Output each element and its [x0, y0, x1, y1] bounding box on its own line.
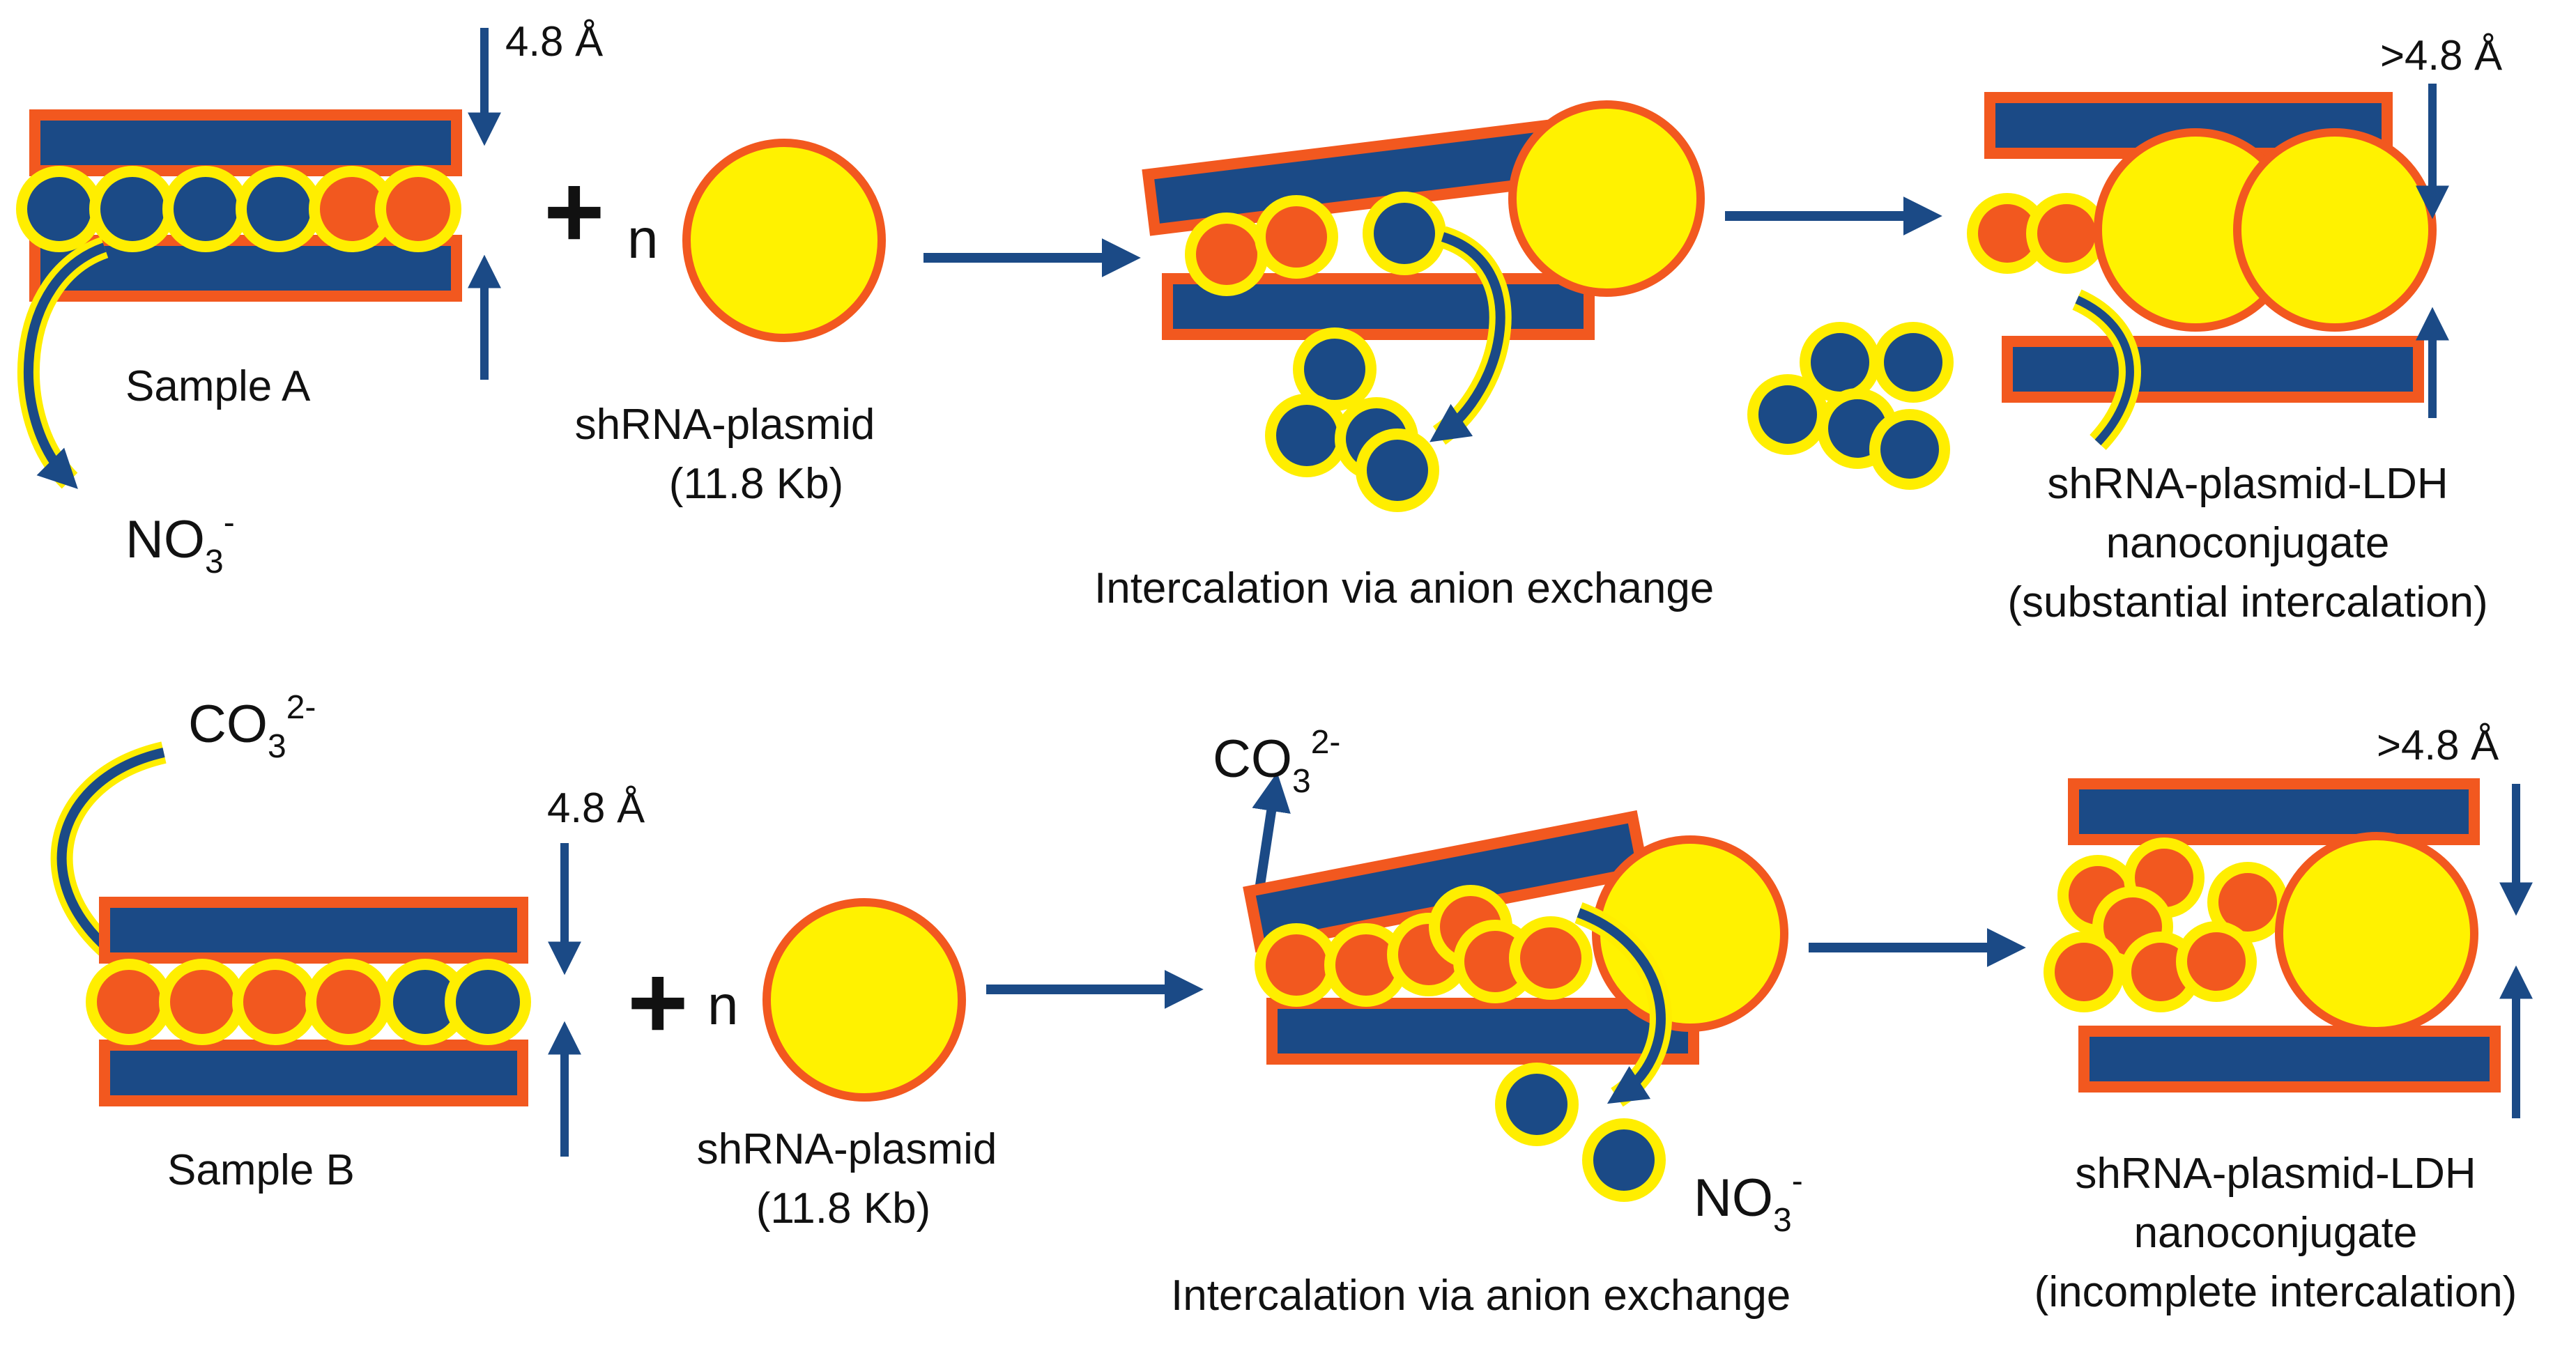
released-nitrate-cluster: [1747, 322, 1954, 490]
row-b: CO32- 4.8 Å Sample B + n shRNA-plasmid (…: [50, 689, 2533, 1320]
nitrate-ion: [445, 959, 531, 1045]
n-label: n: [707, 974, 739, 1036]
anion-superscript: -: [1792, 1163, 1803, 1200]
carbonate-ion: [232, 959, 319, 1045]
process-label: Intercalation via anion exchange: [1171, 1272, 1791, 1320]
carbonate-ion: [375, 166, 461, 252]
intermediate-a: [1142, 100, 1705, 512]
carbonate-ion: [86, 959, 172, 1045]
ldh-layer-bottom: [1266, 998, 1699, 1065]
incoming-anion-label: CO32-: [188, 689, 316, 765]
product-spacing-label: >4.8 Å: [2377, 722, 2499, 769]
product-label: (substantial intercalation): [2007, 578, 2487, 626]
anion-subscript: 3: [268, 728, 286, 765]
ldh-layer-top: [2068, 778, 2480, 845]
sample-a-ldh: [16, 109, 462, 302]
product-b: [2044, 778, 2501, 1093]
process-label: Intercalation via anion exchange: [1094, 564, 1714, 612]
product-label: nanoconjugate: [2106, 519, 2390, 567]
anion-subscript: 3: [1292, 763, 1311, 800]
intermediate-b: CO32-: [1213, 724, 1788, 1202]
carbonate-ion: [1255, 923, 1338, 1007]
nitrate-ion: [1265, 394, 1349, 477]
shrna-plasmid: [2233, 128, 2437, 332]
anion-subscript: 3: [1773, 1202, 1792, 1239]
carbonate-ion: [305, 959, 392, 1045]
product-a: [1967, 92, 2437, 450]
release-arrow: [1252, 772, 1291, 900]
plasmid-size-label: (11.8 Kb): [669, 460, 843, 508]
n-label: n: [627, 208, 659, 270]
nitrate-ion: [162, 166, 249, 252]
anion-base: CO: [1213, 729, 1292, 789]
nitrate-ion: [1747, 374, 1828, 455]
released-no3-label: NO3-: [1694, 1163, 1803, 1239]
nitrate-ion: [236, 166, 322, 252]
carbonate-ion: [1509, 916, 1593, 1000]
sample-label: Sample B: [167, 1146, 355, 1194]
shrna-plasmid: [762, 898, 966, 1102]
sample-label: Sample A: [125, 362, 311, 410]
carbonate-ion: [1185, 213, 1268, 296]
plasmid-label: shRNA-plasmid: [697, 1125, 997, 1173]
shrna-plasmid: [2275, 832, 2478, 1035]
product-spacing-label: >4.8 Å: [2380, 32, 2502, 79]
carbonate-ion: [2026, 193, 2107, 274]
release-arrow: [24, 242, 107, 489]
product-label: (incomplete intercalation): [2034, 1268, 2517, 1316]
anion-base: CO: [188, 695, 268, 754]
ldh-layer-bottom: [2078, 1026, 2501, 1093]
released-anion-label: NO3-: [125, 504, 235, 580]
product-label: shRNA-plasmid-LDH: [2075, 1150, 2476, 1198]
shrna-plasmid: [1508, 100, 1705, 297]
spacing-label: 4.8 Å: [505, 18, 603, 65]
spacing-label: 4.8 Å: [547, 785, 645, 831]
exchange-arrow: [1429, 232, 1505, 442]
ldh-layer-top: [99, 897, 528, 964]
nitrate-ion: [1582, 1118, 1666, 1202]
released-co3-label: CO32-: [1213, 724, 1340, 800]
nitrate-ion: [89, 166, 176, 252]
carbonate-ion: [2176, 921, 2257, 1002]
shrna-plasmid: [682, 139, 886, 342]
ldh-layer-bottom: [2002, 336, 2424, 403]
nitrate-ion: [1363, 192, 1446, 275]
plus-sign: +: [627, 943, 689, 1060]
anion-base: NO: [125, 510, 205, 569]
carbonate-ion: [159, 959, 245, 1045]
row-a: 4.8 Å Sample A NO3- + n shRNA-plasmid (1…: [16, 18, 2502, 626]
anion-base: NO: [1694, 1168, 1773, 1228]
product-label: shRNA-plasmid-LDH: [2047, 460, 2448, 508]
anion-superscript: 2-: [1311, 724, 1341, 761]
nitrate-ion: [1869, 409, 1950, 490]
exchange-arrow: [1577, 908, 1666, 1104]
ldh-layer-bottom: [99, 1040, 528, 1106]
product-label: nanoconjugate: [2134, 1209, 2418, 1257]
plasmid-size-label: (11.8 Kb): [756, 1184, 930, 1233]
anion-subscript: 3: [205, 543, 224, 580]
nitrate-ion: [1356, 429, 1439, 512]
carbonate-ion: [1255, 195, 1338, 279]
ldh-layer-top: [29, 109, 462, 176]
plasmid-label: shRNA-plasmid: [575, 401, 875, 449]
sample-b-ldh: [86, 897, 531, 1106]
nitrate-ion: [1495, 1063, 1579, 1146]
carbonate-ion: [2044, 932, 2124, 1012]
exchange-arrow: [2075, 295, 2134, 446]
anion-superscript: 2-: [286, 689, 316, 726]
plus-sign: +: [544, 153, 605, 270]
anion-superscript: -: [224, 504, 235, 541]
nitrate-ion: [1873, 322, 1954, 403]
ldh-layer-tilted: [1142, 119, 1559, 236]
nitrate-ion: [16, 166, 102, 252]
